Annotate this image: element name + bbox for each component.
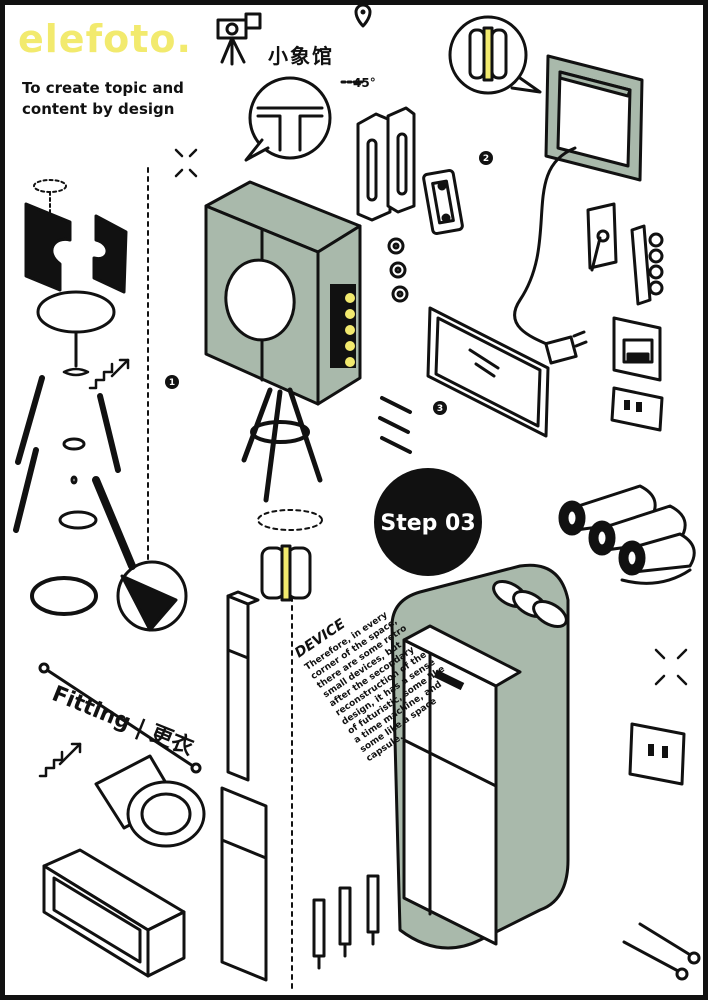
bracket-pieces	[24, 202, 128, 294]
tagline: To create topic and content by design	[22, 79, 184, 118]
dashed-rotate-marker	[33, 179, 67, 215]
marker-2: 2	[479, 151, 493, 165]
stairs-arrow-icon-2	[38, 742, 82, 778]
svg-text:1: 1	[169, 378, 175, 388]
svg-text:2: 2	[483, 154, 489, 164]
sparkle-icon	[174, 148, 198, 178]
power-socket-lower	[628, 722, 686, 786]
tripod-stand	[241, 387, 323, 503]
capsule-device	[390, 563, 570, 950]
door-hinge	[257, 509, 323, 602]
location-pin-icon	[354, 3, 372, 28]
power-plug	[544, 330, 588, 365]
joint-speech-bubble	[244, 76, 364, 162]
bulb-strip	[630, 224, 664, 306]
hinge-speech-bubble	[448, 15, 542, 95]
tablet-socket	[612, 316, 662, 382]
stool-parts	[13, 290, 121, 616]
step-badge: Step 03	[374, 468, 482, 576]
power-socket-upper	[610, 386, 664, 432]
wall-switch	[586, 202, 618, 272]
hanging-rail	[38, 662, 202, 774]
long-screws	[622, 922, 701, 981]
brand-logo: elefoto.	[18, 17, 192, 61]
camera-vanity-mirror	[204, 180, 362, 406]
camera-icon	[216, 12, 262, 66]
mirror-panel	[426, 306, 550, 438]
marker-1: 1	[165, 375, 179, 389]
step-label: Step 03	[380, 511, 475, 536]
drawer-box	[42, 848, 186, 978]
chinese-brand-name: 小象馆	[268, 44, 334, 68]
bolt-zoom-circle	[92, 476, 188, 632]
wall-box	[544, 54, 644, 182]
cable-line	[513, 146, 577, 352]
speaker-pods	[558, 484, 696, 585]
tall-panel-2	[220, 786, 268, 982]
hinge-part	[422, 168, 464, 236]
hex-nuts	[387, 237, 409, 303]
angle-label: 45°	[353, 76, 376, 90]
round-lamp	[94, 754, 206, 848]
svg-text:3: 3	[437, 404, 443, 414]
marker-3: 3	[433, 401, 447, 415]
speaker-columns	[356, 106, 416, 222]
sparkle-icon-right	[654, 648, 688, 686]
speaker-cones-on-device	[492, 580, 568, 628]
wall-screws	[378, 396, 412, 454]
tall-panel-1	[226, 590, 260, 782]
stairs-arrow-icon	[88, 358, 130, 390]
bolts	[312, 874, 380, 970]
